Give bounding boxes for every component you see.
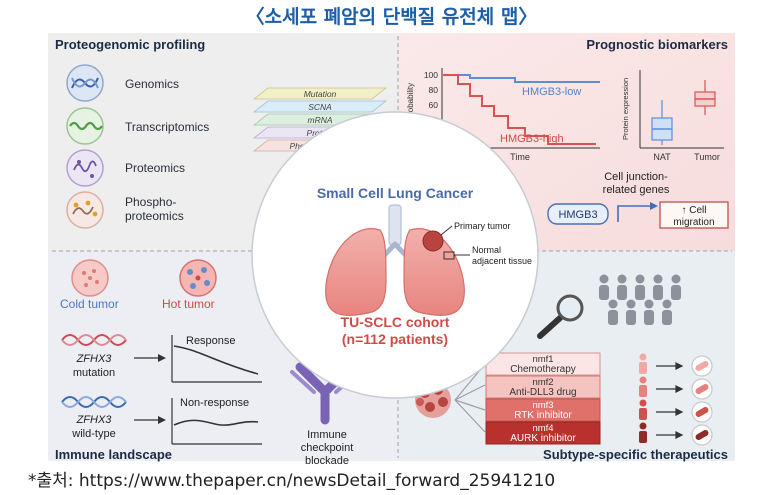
subtype-id-nmf3: nmf3 — [532, 400, 553, 411]
genomics-icon — [66, 64, 104, 102]
subtype-drug-nmf1: Chemotherapy — [510, 364, 576, 375]
cell-junction-label-1: Cell junction- — [604, 171, 668, 183]
phosphoproteomics-icon — [66, 191, 104, 229]
subtype-drug-nmf2: Anti-DLL3 drug — [509, 387, 576, 398]
wildtype-label: wild-type — [71, 428, 115, 440]
primary-tumor-label: Primary tumor — [454, 221, 511, 231]
patient-icon-nmf2 — [639, 376, 647, 397]
patient-icon-nmf3 — [639, 399, 647, 420]
pill-icon-nmf4 — [691, 424, 713, 446]
prognostic-heading: Prognostic biomarkers — [586, 37, 728, 52]
cell-junction-label-2: related genes — [603, 184, 670, 196]
effect-box — [659, 201, 729, 229]
source-caption: *출처: https://www.thepaper.cn/newsDetail_… — [28, 471, 556, 491]
antibody-label-2: checkpoint — [301, 442, 354, 454]
km-ytick-100: 100 — [424, 70, 438, 80]
box-tumor — [694, 80, 716, 115]
pill-icon-nmf3 — [691, 401, 713, 423]
hot-tumor-label: Hot tumor — [162, 297, 215, 311]
subtype-heading: Subtype-specific therapeutics — [543, 447, 728, 462]
layer-scna: SCNA — [308, 102, 332, 112]
km-curve-high — [443, 74, 596, 145]
gene-box — [547, 203, 609, 225]
mutant-dna-icon — [61, 334, 127, 346]
box-ylabel: Protein expression — [621, 78, 630, 140]
center-circle — [251, 111, 539, 399]
primary-tumor-icon — [422, 230, 444, 252]
hot-tumor-icon — [179, 259, 217, 297]
normal-tissue-label-2: adjacent tissue — [472, 256, 532, 266]
subtype-id-nmf4: nmf4 — [532, 423, 553, 434]
omics-label-proteomics: Proteomics — [125, 161, 185, 175]
km-ytick-80: 80 — [429, 85, 439, 95]
subtype-row-nmf3: nmf3 RTK inhibitor — [485, 398, 601, 422]
activation-arrow-icon — [617, 205, 650, 222]
box-nat — [651, 100, 673, 145]
patient-icon-nmf1 — [639, 353, 647, 374]
lungs-icon — [325, 204, 465, 316]
box-xlabel-tumor: Tumor — [694, 152, 720, 162]
patient-icon-nmf4 — [639, 422, 647, 443]
km-label-low: HMGB3-low — [522, 86, 581, 98]
cold-tumor-icon — [71, 259, 109, 297]
nonresponse-curve — [173, 419, 259, 426]
layer-mutation: Mutation — [304, 89, 337, 99]
cohort-size: (n=112 patients) — [342, 331, 448, 347]
nonresponse-label: Non-response — [180, 397, 249, 409]
response-label: Response — [186, 335, 236, 347]
box-xlabel-nat: NAT — [653, 152, 671, 162]
gene-label: HMGB3 — [558, 209, 597, 221]
wildtype-gene: ZFHX3 — [76, 414, 113, 426]
subtype-id-nmf1: nmf1 — [532, 354, 553, 365]
km-ytick-60: 60 — [429, 100, 439, 110]
antibody-label-3: blockade — [305, 455, 349, 467]
patient-population-icon — [599, 274, 681, 325]
omics-label-phospho: Phospho- — [125, 195, 176, 209]
mutation-label: mutation — [73, 367, 115, 379]
cold-tumor-label: Cold tumor — [60, 297, 119, 311]
omics-label-genomics: Genomics — [125, 77, 179, 91]
center-title: Small Cell Lung Cancer — [317, 185, 474, 201]
magnifier-icon — [537, 294, 584, 339]
proteomics-icon — [66, 149, 104, 187]
layer-mrna: mRNA — [307, 115, 332, 125]
omics-label-transcriptomics: Transcriptomics — [125, 120, 209, 134]
cohort-title: TU-SCLC cohort — [341, 314, 450, 330]
subtype-drug-nmf4: AURK inhibitor — [510, 433, 576, 444]
subtype-row-nmf1: nmf1 Chemotherapy — [485, 352, 601, 376]
subtype-drug-nmf3: RTK inhibitor — [514, 410, 572, 421]
normal-tissue-label-1: Normal — [472, 245, 501, 255]
effect-label-1: ↑ Cell — [681, 205, 706, 216]
km-xlabel: Time — [510, 152, 530, 162]
pill-icon-nmf1 — [691, 355, 713, 377]
effect-label-2: migration — [673, 217, 714, 228]
omics-label-proteomics-2: proteomics — [125, 209, 184, 223]
figure-title: 〈소세포 폐암의 단백질 유전체 맵〉 — [245, 6, 538, 28]
subtype-row-nmf2: nmf2 Anti-DLL3 drug — [485, 375, 601, 399]
antibody-label-1: Immune — [307, 429, 347, 441]
subtype-row-nmf4: nmf4 AURK inhibitor — [485, 421, 601, 445]
transcriptomics-icon — [66, 107, 104, 145]
proteogenomic-heading: Proteogenomic profiling — [55, 37, 205, 52]
pill-icon-nmf2 — [691, 378, 713, 400]
km-curve-low — [443, 74, 600, 83]
wildtype-dna-icon — [61, 396, 127, 408]
immune-heading: Immune landscape — [55, 447, 172, 462]
mutation-gene: ZFHX3 — [76, 353, 113, 365]
km-label-high: HMGB3-high — [500, 133, 564, 145]
subtype-id-nmf2: nmf2 — [532, 377, 553, 388]
response-curve — [173, 345, 259, 375]
